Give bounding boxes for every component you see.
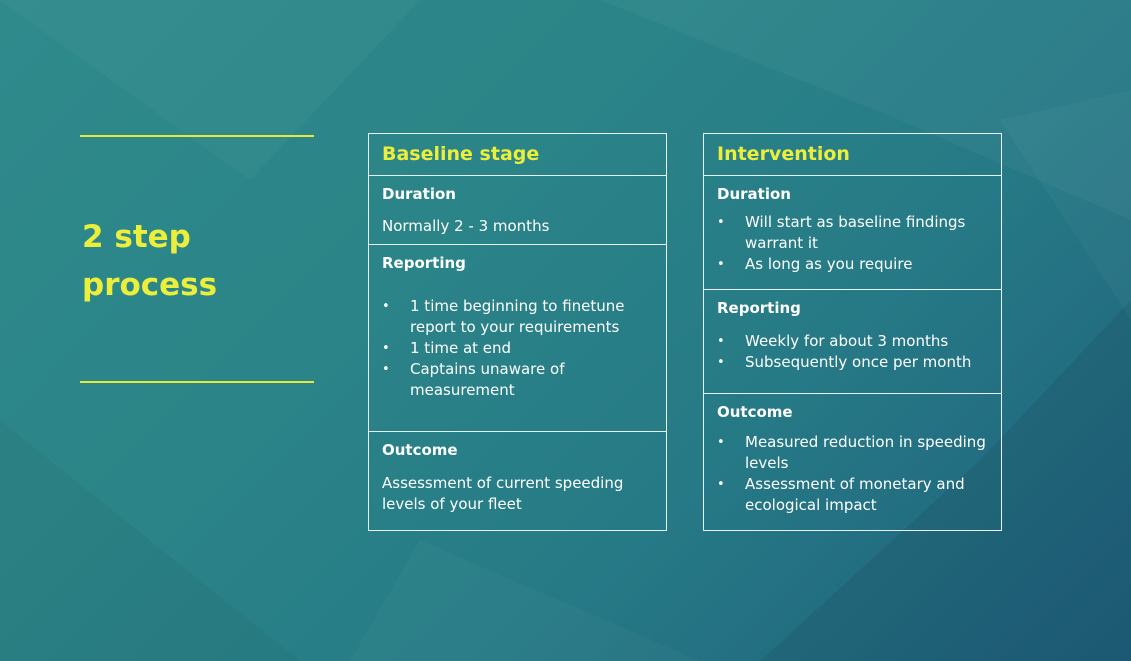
list-item: Subsequently once per month — [717, 352, 988, 373]
baseline-reporting-list: 1 time beginning to finetune report to y… — [382, 296, 653, 401]
list-item: Assessment of monetary and ecological im… — [717, 474, 988, 516]
slide-title: 2 step process — [82, 213, 312, 309]
intervention-outcome-section: Outcome Measured reduction in speeding l… — [704, 393, 1001, 530]
slide-title-line-2: process — [82, 267, 218, 303]
intervention-outcome-list: Measured reduction in speeding levels As… — [717, 432, 988, 516]
baseline-duration-label: Duration — [382, 185, 456, 203]
intervention-reporting-list: Weekly for about 3 months Subsequently o… — [717, 331, 988, 373]
list-item: Measured reduction in speeding levels — [717, 432, 988, 474]
intervention-duration-section: Duration Will start as baseline findings… — [704, 175, 1001, 289]
intervention-outcome-label: Outcome — [717, 403, 793, 421]
baseline-heading: Baseline stage — [382, 143, 540, 165]
bottom-accent-rule — [80, 381, 314, 383]
list-item: Captains unaware of measurement — [382, 359, 653, 401]
intervention-duration-list: Will start as baseline findings warrant … — [717, 212, 988, 275]
slide-title-line-1: 2 step — [82, 219, 191, 255]
intervention-reporting-label: Reporting — [717, 299, 801, 317]
list-item: Will start as baseline findings warrant … — [717, 212, 988, 254]
list-item: 1 time at end — [382, 338, 653, 359]
baseline-reporting-label: Reporting — [382, 254, 466, 272]
baseline-reporting-section: Reporting 1 time beginning to finetune r… — [369, 244, 666, 431]
baseline-card: Baseline stage Duration Normally 2 - 3 m… — [368, 133, 667, 531]
baseline-outcome-section: Outcome Assessment of current speeding l… — [369, 431, 666, 530]
baseline-duration-section: Duration Normally 2 - 3 months — [369, 175, 666, 244]
intervention-heading: Intervention — [717, 143, 850, 165]
list-item: As long as you require — [717, 254, 988, 275]
top-accent-rule — [80, 135, 314, 137]
intervention-duration-label: Duration — [717, 185, 791, 203]
baseline-duration-text: Normally 2 - 3 months — [382, 217, 550, 235]
intervention-reporting-section: Reporting Weekly for about 3 months Subs… — [704, 289, 1001, 393]
baseline-outcome-text: Assessment of current speeding levels of… — [382, 474, 624, 513]
intervention-card: Intervention Duration Will start as base… — [703, 133, 1002, 531]
list-item: Weekly for about 3 months — [717, 331, 988, 352]
list-item: 1 time beginning to finetune report to y… — [382, 296, 653, 338]
baseline-outcome-label: Outcome — [382, 441, 458, 459]
